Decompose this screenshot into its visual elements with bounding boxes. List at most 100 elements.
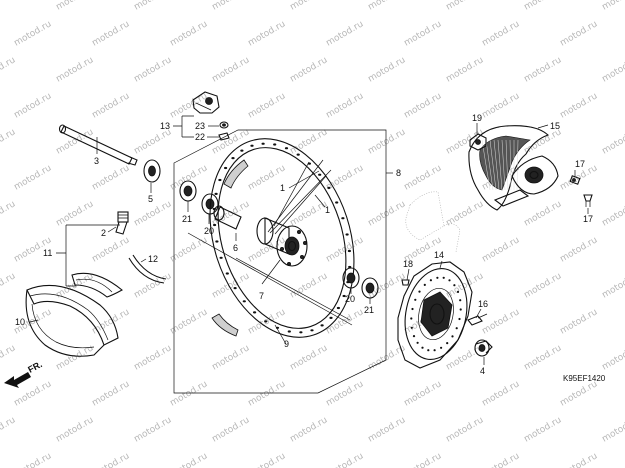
- watermark-text: motod.ru: [169, 235, 210, 264]
- callout-4: 4: [480, 366, 485, 376]
- rim-spoke-hole: [299, 331, 303, 334]
- watermark-text: motod.ru: [247, 91, 288, 120]
- watermark-text: motod.ru: [91, 307, 132, 336]
- watermark-text: motod.ru: [0, 0, 17, 13]
- rim-spoke-hole: [342, 294, 346, 298]
- watermark-text: motod.ru: [55, 0, 96, 13]
- rim-spoke-hole: [273, 143, 277, 146]
- rim-spoke-hole: [214, 192, 218, 195]
- watermark-text: motod.ru: [403, 91, 444, 120]
- watermark-text: motod.ru: [133, 415, 174, 444]
- watermark-text: motod.ru: [481, 235, 522, 264]
- disc-vent-hole: [421, 346, 424, 349]
- disc-vent-hole: [453, 284, 456, 287]
- watermark-text: motod.ru: [523, 415, 564, 444]
- callout-14: 14: [434, 250, 444, 260]
- watermark-text: motod.ru: [367, 415, 408, 444]
- watermark-text: motod.ru: [289, 415, 330, 444]
- callout-labels: 3 5 13 23 22 2 11 12 10 21 20 6 1 1 7 9 …: [15, 113, 593, 376]
- watermark-text: motod.ru: [13, 19, 54, 48]
- watermark-text: motod.ru: [13, 91, 54, 120]
- watermark-text: motod.ru: [523, 0, 564, 13]
- watermark-text: motod.ru: [0, 271, 17, 300]
- rim-spoke-hole: [284, 147, 289, 150]
- watermark-text: motod.ru: [169, 451, 210, 468]
- watermark-text: motod.ru: [211, 415, 252, 444]
- watermark-text: motod.ru: [325, 163, 366, 192]
- front-arrow-icon: [4, 372, 31, 388]
- watermark-text: motod.ru: [481, 451, 522, 468]
- cover-mesh-line: [509, 139, 512, 191]
- callout-12: 12: [148, 254, 158, 264]
- cover-mesh-line: [505, 139, 509, 191]
- disc-cover-part: [468, 125, 559, 211]
- watermark-text: motod.ru: [13, 163, 54, 192]
- watermark-text: motod.ru: [559, 91, 600, 120]
- disc-vent-hole: [448, 279, 451, 282]
- rim-spoke-hole: [341, 217, 345, 220]
- watermark-text: motod.ru: [169, 19, 210, 48]
- watermark-text: motod.ru: [367, 199, 408, 228]
- watermark-text: motod.ru: [169, 379, 210, 408]
- watermark-text: motod.ru: [91, 163, 132, 192]
- watermark-text: motod.ru: [289, 55, 330, 84]
- watermark-text: motod.ru: [367, 55, 408, 84]
- watermark-text: motod.ru: [91, 451, 132, 468]
- watermark-text: motod.ru: [133, 0, 174, 13]
- disc-bolt-left-part: [401, 279, 410, 286]
- watermark-text: motod.ru: [211, 55, 252, 84]
- disc-vent-hole: [458, 317, 461, 321]
- rim-spoke-hole: [242, 300, 246, 303]
- watermark-text: motod.ru: [445, 55, 486, 84]
- watermark-text: motod.ru: [55, 199, 96, 228]
- watermark-text: motod.ru: [133, 271, 174, 300]
- cover-bolts-part: [569, 175, 593, 207]
- watermark-text: motod.ru: [403, 163, 444, 192]
- callout-15: 15: [550, 121, 560, 131]
- rim-spoke-hole: [225, 272, 229, 275]
- rim-spoke-hole: [253, 311, 257, 314]
- watermark-text: motod.ru: [445, 0, 486, 13]
- disc-vent-hole: [410, 326, 413, 329]
- watermark-text: motod.ru: [289, 343, 330, 372]
- rim-spoke-hole: [231, 157, 235, 160]
- axle-part: [58, 124, 138, 166]
- diagram-code: K95EF1420: [563, 374, 606, 383]
- watermark-text: motod.ru: [601, 55, 625, 84]
- disc-vent-hole: [429, 279, 432, 282]
- watermark-text: motod.ru: [55, 55, 96, 84]
- watermark-text: motod.ru: [91, 379, 132, 408]
- watermark-text: motod.ru: [601, 199, 625, 228]
- cover-mesh-line: [481, 139, 491, 191]
- cover-mesh-line: [501, 139, 506, 191]
- watermark-text: motod.ru: [559, 19, 600, 48]
- disc-vent-hole: [459, 308, 462, 311]
- rim-spoke-hole: [287, 330, 291, 333]
- watermark-text: motod.ru: [559, 379, 600, 408]
- spokes-part: [267, 159, 332, 235]
- watermark-text: motod.ru: [133, 343, 174, 372]
- disc-vent-hole: [427, 349, 430, 352]
- watermark-text: motod.ru: [169, 307, 210, 336]
- rim-spoke-hole: [212, 207, 216, 211]
- callout-10: 10: [15, 317, 25, 327]
- rim-spoke-hole: [347, 249, 351, 253]
- watermark-text: motod.ru: [523, 55, 564, 84]
- callout-1-upper: 1: [280, 183, 285, 193]
- rim-spoke-hole: [329, 316, 333, 319]
- side-collar-part: [143, 159, 161, 183]
- rim-band-part: [128, 254, 167, 284]
- watermark-text: motod.ru: [247, 451, 288, 468]
- disc-vent-hole: [423, 283, 426, 286]
- rim-spoke-hole: [320, 324, 324, 327]
- disc-vent-hole: [416, 341, 419, 344]
- callout-6: 6: [233, 243, 238, 253]
- tire-part: [25, 284, 119, 357]
- watermark-text: motod.ru: [0, 199, 17, 228]
- watermark-text: motod.ru: [523, 343, 564, 372]
- front-direction-indicator: FR.: [4, 359, 44, 388]
- front-label: FR.: [26, 359, 43, 375]
- right-bearing-set: [342, 267, 379, 299]
